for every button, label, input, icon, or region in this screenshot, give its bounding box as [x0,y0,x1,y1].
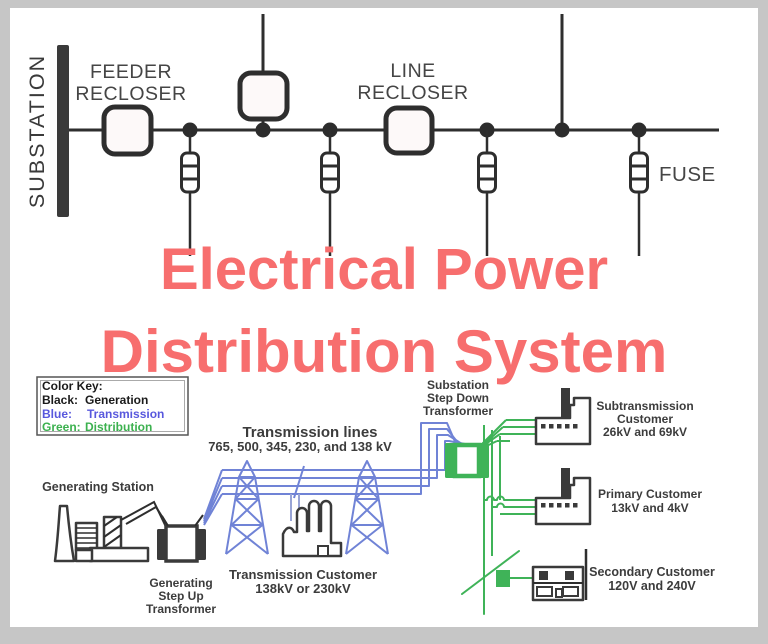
subtransmission-label-1: Subtransmission [596,399,693,413]
feeder-recloser-label-1: FEEDER [90,61,172,83]
subtransmission-factory-icon [534,396,592,446]
secondary-customer-label-2: 120V and 240V [608,579,696,593]
secondary-customer: Secondary Customer 120V and 240V [531,549,715,602]
pole-transformer-can [496,570,510,587]
plant-annex [74,548,94,563]
turbine-hall-stripes [76,527,97,549]
transmission-customer-label-1: Transmission Customer [229,567,377,582]
fuse-label: FUSE [659,163,716,186]
primary-feeder-2 [492,502,536,508]
distribution-lines-green [461,419,536,615]
house-window [565,571,574,580]
transmission-customer-label-2: 138kV or 230kV [255,581,351,596]
color-key-entry-black: Black:Generation [42,393,148,407]
transmission-voltages-label: 765, 500, 345, 230, and 138 kV [208,439,392,454]
step-down-label-1: Substation [427,378,489,392]
transmission-conductor-1 [222,422,457,495]
transmission-conductor-2 [222,428,460,487]
secondary-customer-label-1: Secondary Customer [589,565,715,579]
fuse-tail-lines [188,192,641,256]
page-title: Electrical Power Distribution System [101,237,668,385]
primary-customer-label-1: Primary Customer [598,487,702,501]
step-up-label-3: Transformer [146,602,216,616]
step-down-coil-left [445,443,455,478]
color-key-heading: Color Key: [42,379,103,393]
plant-conductor-1 [120,500,167,528]
transmission-lines-blue [203,422,466,555]
feeder-recloser-label-2: RECLOSER [75,83,186,105]
step-down-label-2: Step Down [427,391,489,405]
primary-feeder-1 [484,495,536,501]
step-up-coil-right [197,529,206,560]
feeder-recloser-symbol [101,104,154,157]
line-recloser-label-2: RECLOSER [357,82,468,104]
step-up-core [164,524,199,563]
fuse-symbol [629,130,649,194]
subtransmission-customer: Subtransmission Customer 26kV and 69kV [534,388,694,446]
step-down-label-3: Transformer [423,404,493,418]
factory-chimney [561,468,570,498]
turbine-hall-icon [74,521,99,552]
bottom-diagram: Color Key: Black:Generation Blue:Transmi… [36,376,715,616]
branch-recloser-symbol [237,70,290,122]
house-window [539,571,548,580]
substation-label: SUBSTATION [25,54,49,208]
primary-customer: Primary Customer 13kV and 4kV [534,468,702,526]
subtransmission-label-2: Customer [617,412,673,426]
step-up-label-2: Step Up [158,589,203,603]
color-key-entry-green: Green:Distribution [42,420,152,434]
title-line-2: Distribution System [101,318,668,385]
top-schematic: SUBSTATION [25,14,719,256]
factory-windows [541,503,578,508]
garage-door [562,586,579,597]
transmission-lines-label: Transmission lines [242,424,377,441]
primary-customer-label-2: 13kV and 4kV [611,501,688,515]
step-up-label-1: Generating [149,576,212,590]
primary-factory-icon [534,476,592,526]
title-line-1: Electrical Power [160,237,608,302]
transmission-customer-door [317,545,329,557]
transmission-tower-icon [345,460,389,555]
color-key-entry-blue: Blue:Transmission [42,407,164,421]
subtransmission-label-3: 26kV and 69kV [603,425,687,439]
substation-busbar [57,45,69,217]
fuse-symbol [180,130,200,194]
line-recloser-symbol [383,105,435,156]
generating-station: Generating Station [42,480,171,563]
transmission-customer: Transmission Customer 138kV or 230kV [229,499,377,596]
line-recloser-label-1: LINE [390,60,435,82]
boiler-tower-icon [102,515,123,550]
generating-station-label: Generating Station [42,480,154,494]
cooling-tower-icon [53,504,76,563]
conductor-crossing-mark [293,465,305,499]
boiler-hatch [103,516,122,548]
factory-chimney [561,388,570,418]
color-key-box [36,376,189,436]
factory-windows [541,424,578,429]
house-door [555,588,563,598]
step-up-coil-left [157,529,166,560]
step-down-transformer: Substation Step Down Transformer [423,378,493,479]
plant-base-building [88,546,150,563]
step-up-fanout [203,469,223,526]
distribution-risers [483,425,501,556]
color-key: Color Key: Black:Generation Blue:Transmi… [36,376,189,436]
garage-door [536,586,553,597]
subtransmission-feeder [497,419,536,442]
step-up-transformer: Generating Step Up Transformer [146,514,216,616]
transmission-customer-icon [281,499,343,558]
utility-pole-icon [461,539,533,615]
color-key-inner-border [40,380,185,432]
fuse-symbols [180,130,649,194]
fuse-symbol [320,130,340,194]
transmission-tower-icon [225,460,269,555]
fuse-symbol [477,130,497,194]
step-down-core [452,442,482,479]
step-up-bushings [161,514,204,527]
